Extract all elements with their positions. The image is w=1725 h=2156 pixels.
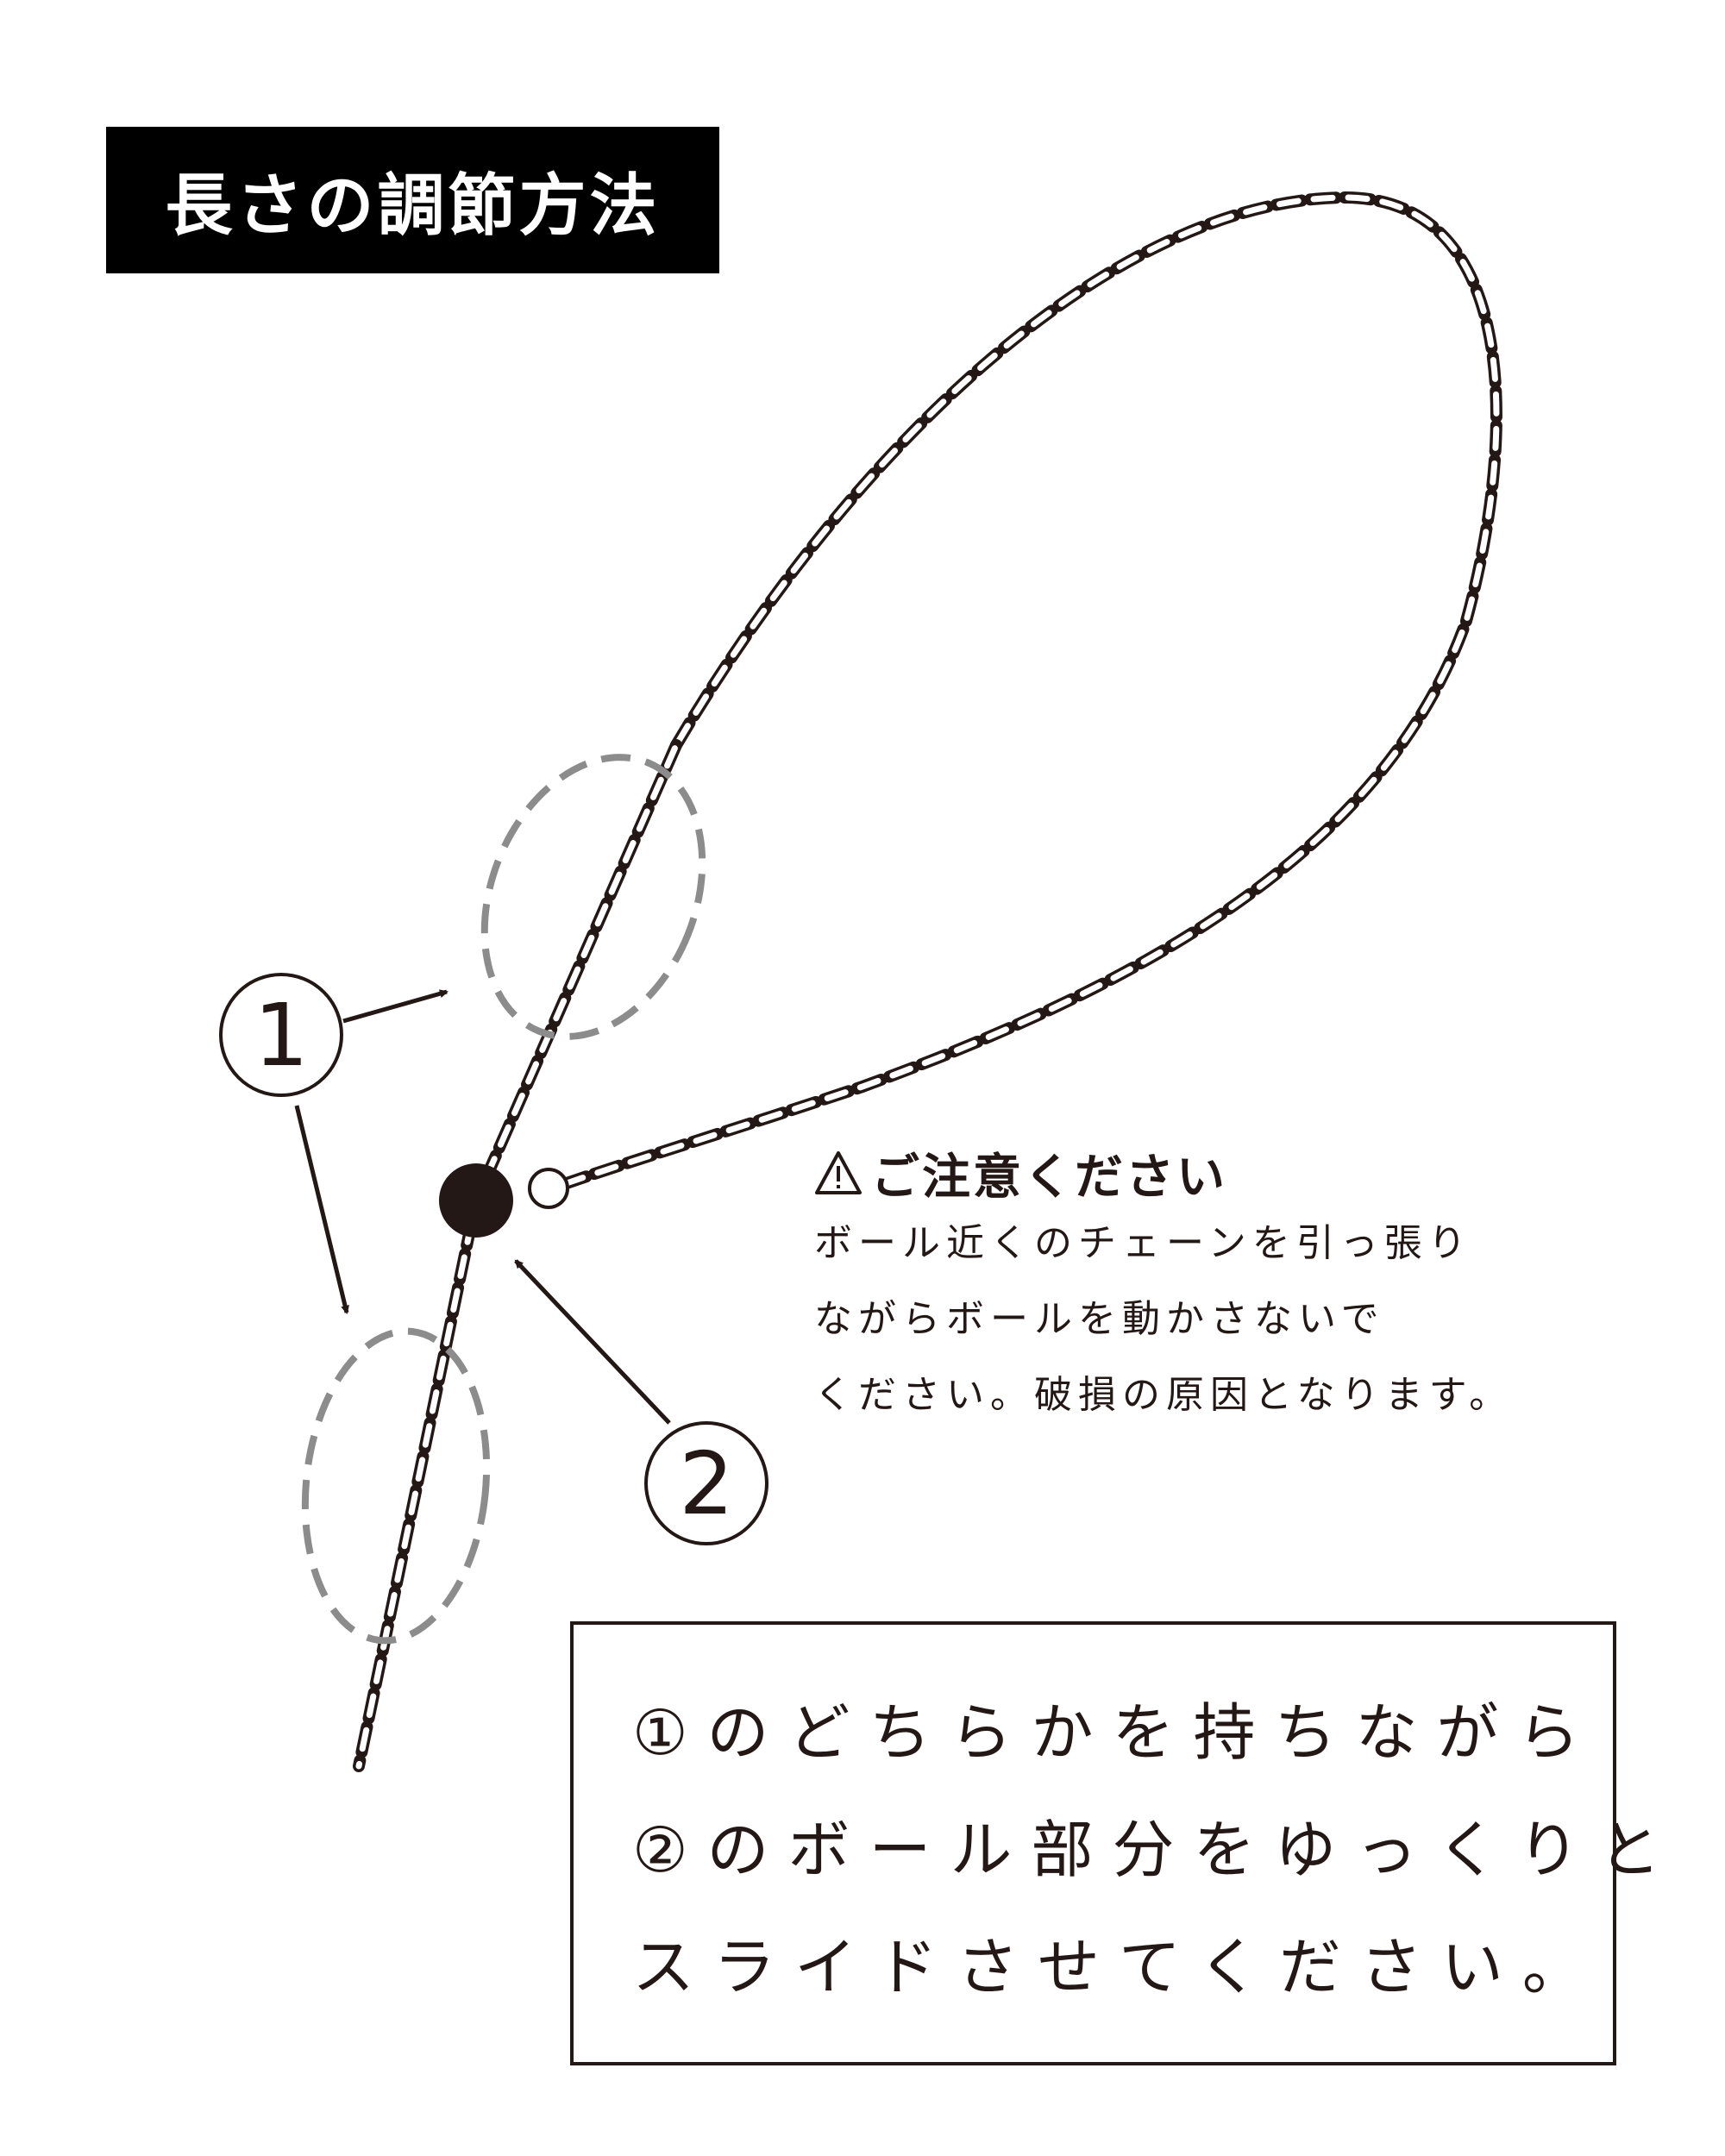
hold-area-upper [480, 754, 706, 1040]
instructions-box: ①のどちらかを持ちながら ②のボール部分をゆっくりと スライドさせてください。 [570, 1621, 1661, 2065]
slider-ball [439, 1163, 513, 1238]
warning-line: ながらボールを動かさないで [814, 1297, 1385, 1341]
warning-triangle-icon [815, 1151, 862, 1194]
label-two-circle [644, 1421, 768, 1545]
warning-note: ご注意ください ボール近くのチェーンを引っ張り ながらボールを動かさないで くだ… [814, 1140, 1513, 1433]
arrow-two [514, 1259, 671, 1425]
chain [353, 191, 1502, 1772]
end-ring [528, 1168, 569, 1209]
instruction-line: スライドさせてください。 [632, 1931, 1603, 2003]
label-one-circle [219, 973, 343, 1097]
arrow-one-upper [342, 989, 448, 1024]
warning-line: ください。破損の原因となります。 [814, 1373, 1514, 1417]
arrow-one-lower [294, 1105, 349, 1314]
label-two: 2 [679, 1432, 734, 1534]
instruction-line: ②のボール部分をゆっくりと [632, 1814, 1680, 1886]
hold-area-lower [301, 1327, 491, 1645]
label-one: 1 [254, 984, 309, 1086]
warning-heading: ご注意ください [871, 1149, 1227, 1206]
page-title: 長さの調節方法 [106, 127, 719, 273]
warning-line: ボール近くのチェーンを引っ張り [814, 1221, 1472, 1265]
instruction-line: ①のどちらかを持ちながら [632, 1696, 1599, 1769]
